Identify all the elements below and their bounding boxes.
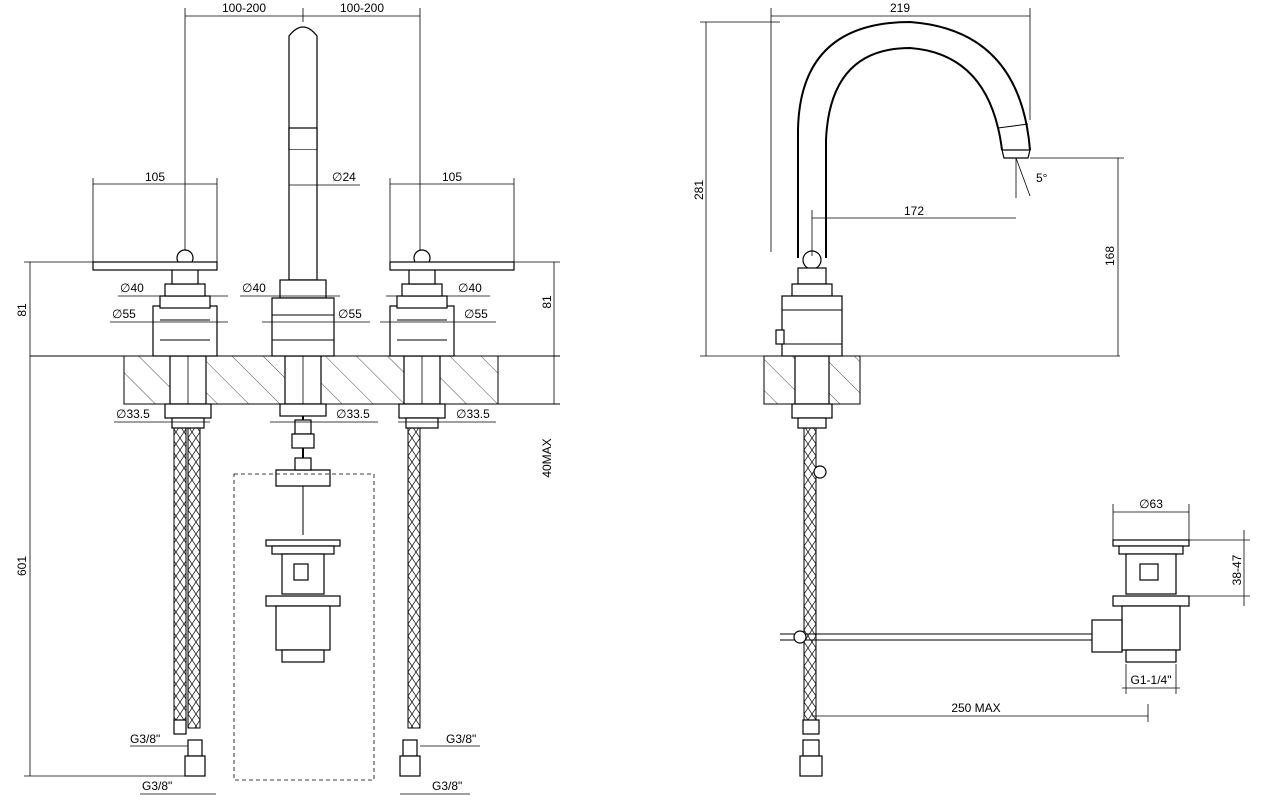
dim-base-left: ∅55: [112, 307, 136, 321]
front-dimensions: 100-200 100-200 105 105 ∅24 ∅40 ∅40 ∅40 …: [15, 1, 560, 795]
left-lever-handle: [92, 261, 218, 271]
dim-shank-left: ∅33.5: [116, 407, 150, 421]
dim-thread-1: G3/8": [130, 732, 160, 746]
dim-height-total: 281: [692, 180, 706, 200]
front-view: 100-200 100-200 105 105 ∅24 ∅40 ∅40 ∅40 …: [15, 1, 560, 795]
dim-collar-right: ∅40: [458, 281, 482, 295]
side-view: 219 281 5° 172 168 ∅63 38-47 G1-: [692, 1, 1250, 777]
dim-base-right: ∅55: [464, 307, 488, 321]
dim-spread-right: 100-200: [340, 1, 384, 15]
dim-shank-mid: ∅33.5: [336, 407, 370, 421]
dim-handle-right: 105: [442, 170, 462, 184]
right-lever-handle: [389, 261, 515, 271]
dim-handle-left: 105: [145, 170, 165, 184]
dim-spread-left: 100-200: [222, 1, 266, 15]
dim-deck-max: 40MAX: [540, 438, 554, 477]
side-dimensions: 219 281 5° 172 168 ∅63 38-47 G1-: [692, 1, 1250, 722]
gooseneck-spout: [797, 20, 1031, 258]
middle-spout: [271, 26, 335, 460]
dim-shank-right: ∅33.5: [456, 407, 490, 421]
dim-thread-4: G3/8": [432, 779, 462, 793]
dim-drain-dia: ∅63: [1139, 497, 1163, 511]
dim-base-mid: ∅55: [338, 307, 362, 321]
dim-drain-height: 38-47: [1230, 554, 1244, 585]
dim-collar-mid: ∅40: [242, 281, 266, 295]
side-drain: [1091, 539, 1190, 663]
dim-collar-left: ∅40: [120, 281, 144, 295]
left-valve: [92, 249, 218, 429]
dim-rod-max: 250 MAX: [951, 701, 1000, 715]
dim-spout-reach: 172: [904, 204, 924, 218]
dim-spout-dia: ∅24: [332, 170, 356, 184]
dim-drain-thread: G1-1/4": [1131, 673, 1172, 687]
dim-spout-angle: 5°: [1036, 171, 1048, 185]
dim-height-left: 81: [15, 303, 29, 317]
dim-reach-total: 219: [890, 1, 910, 15]
dim-hose-length: 601: [15, 556, 29, 576]
dim-height-right: 81: [540, 295, 554, 309]
dim-thread-2: G3/8": [142, 779, 172, 793]
side-valve-body: [775, 250, 843, 429]
popup-drain: [233, 457, 375, 781]
hoses: [173, 427, 421, 777]
right-valve: [389, 249, 515, 429]
dim-thread-3: G3/8": [446, 732, 476, 746]
dim-spout-height: 168: [1103, 246, 1117, 266]
